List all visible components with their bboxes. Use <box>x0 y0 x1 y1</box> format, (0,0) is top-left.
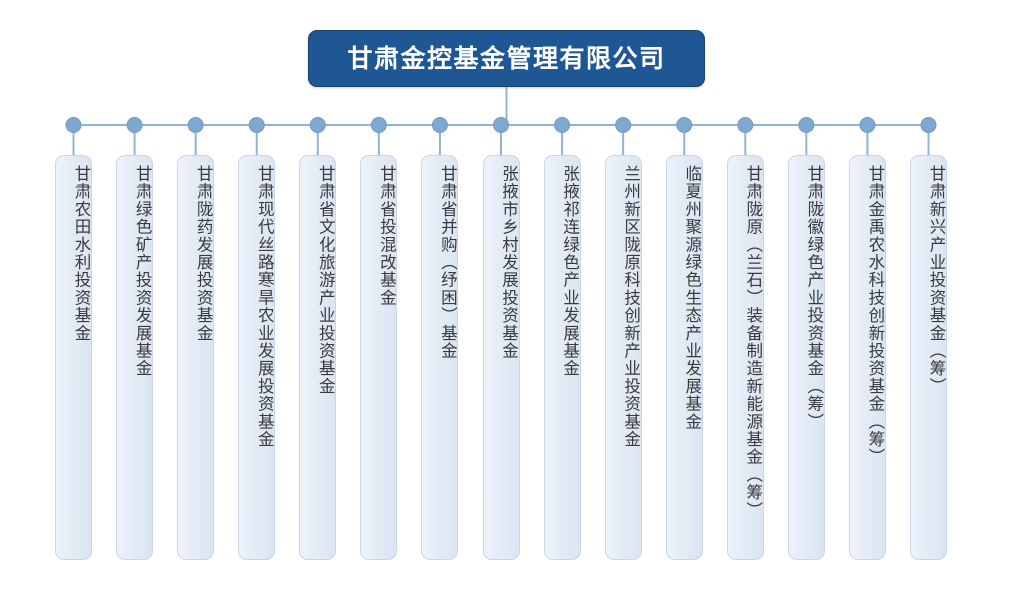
connector-dot-7 <box>431 117 448 133</box>
fund-node-14[interactable]: 甘肃金禹农水科技创新投资基金（筹） <box>848 155 886 560</box>
fund-node-label: 甘肃省投混改基金 <box>377 165 397 307</box>
fund-node-label: 临夏州聚源绿色生态产业发展基金 <box>682 165 702 431</box>
fund-node-7[interactable]: 甘肃省并购（纾困）基金 <box>421 155 459 560</box>
connector-dot-1 <box>65 117 82 133</box>
fund-node-5[interactable]: 甘肃省文化旅游产业投资基金 <box>299 155 337 560</box>
fund-node-label: 张掖祁连绿色产业发展基金 <box>560 165 580 378</box>
connector-dot-14 <box>859 117 876 133</box>
fund-node-3[interactable]: 甘肃陇药发展投资基金 <box>177 155 215 560</box>
connector-dot-10 <box>615 117 632 133</box>
connector-dot-13 <box>798 117 815 133</box>
fund-node-label: 甘肃省并购（纾困）基金 <box>438 165 458 360</box>
connector-dot-11 <box>676 117 693 133</box>
connector-dot-4 <box>248 117 265 133</box>
fund-node-11[interactable]: 临夏州聚源绿色生态产业发展基金 <box>665 155 703 560</box>
fund-node-1[interactable]: 甘肃农田水利投资基金 <box>55 155 92 560</box>
connector-group <box>65 87 937 155</box>
fund-node-label: 张掖市乡村发展投资基金 <box>499 165 519 360</box>
connector-dot-3 <box>187 117 204 133</box>
fund-node-label: 甘肃陇药发展投资基金 <box>194 165 214 342</box>
connector-dot-12 <box>737 117 754 133</box>
fund-node-4[interactable]: 甘肃现代丝路寒旱农业发展投资基金 <box>238 155 276 560</box>
connector-dot-8 <box>493 117 509 133</box>
fund-node-label: 甘肃新兴产业投资基金（筹） <box>927 165 946 396</box>
fund-node-label: 甘肃金禹农水科技创新投资基金（筹） <box>865 165 885 466</box>
fund-node-label: 甘肃陇徽绿色产业投资基金（筹） <box>804 165 824 431</box>
connector-dot-9 <box>554 117 571 133</box>
fund-node-label: 甘肃陇原（兰石）装备制造新能源基金（筹） <box>743 165 763 519</box>
connector-dot-5 <box>309 117 326 133</box>
fund-node-15[interactable]: 甘肃新兴产业投资基金（筹） <box>910 155 947 560</box>
root-company-node[interactable]: 甘肃金控基金管理有限公司 <box>308 30 705 87</box>
fund-node-label: 甘肃省文化旅游产业投资基金 <box>316 165 336 396</box>
fund-node-2[interactable]: 甘肃绿色矿产投资发展基金 <box>116 155 154 560</box>
fund-node-13[interactable]: 甘肃陇徽绿色产业投资基金（筹） <box>787 155 825 560</box>
fund-node-label: 甘肃现代丝路寒旱农业发展投资基金 <box>255 165 275 449</box>
fund-node-label: 甘肃农田水利投资基金 <box>72 165 91 342</box>
fund-node-12[interactable]: 甘肃陇原（兰石）装备制造新能源基金（筹） <box>726 155 764 560</box>
fund-node-10[interactable]: 兰州新区陇原科技创新产业投资基金 <box>604 155 642 560</box>
connector-dot-15 <box>920 117 937 133</box>
fund-node-8[interactable]: 张掖市乡村发展投资基金 <box>482 155 520 560</box>
connector-dot-6 <box>370 117 387 133</box>
fund-node-6[interactable]: 甘肃省投混改基金 <box>360 155 398 560</box>
fund-node-9[interactable]: 张掖祁连绿色产业发展基金 <box>543 155 581 560</box>
root-company-title: 甘肃金控基金管理有限公司 <box>347 44 666 73</box>
connector-dot-2 <box>126 117 143 133</box>
fund-node-label: 甘肃绿色矿产投资发展基金 <box>133 165 153 378</box>
fund-node-label: 兰州新区陇原科技创新产业投资基金 <box>621 165 641 449</box>
